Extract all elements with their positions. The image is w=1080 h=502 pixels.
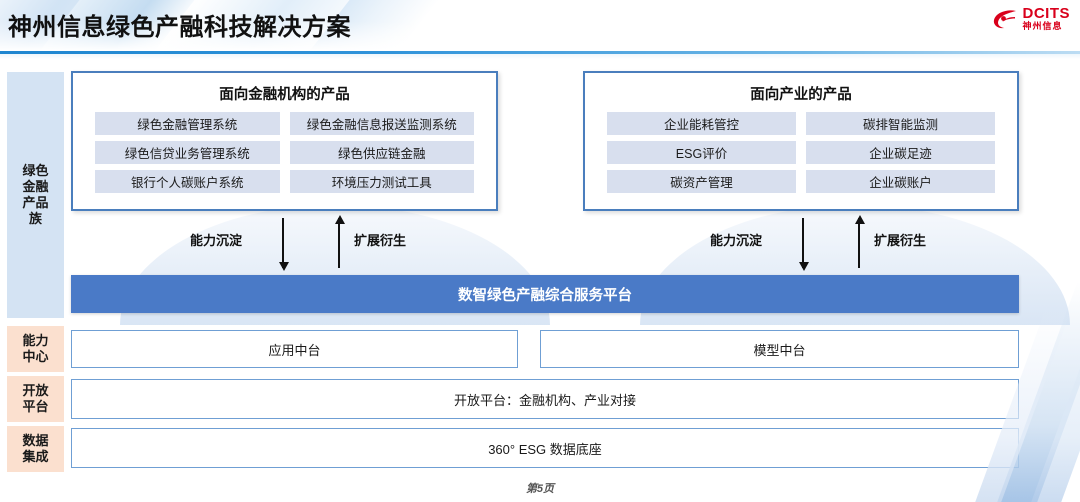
arrow-label-capability-precipitation: 能力沉淀 bbox=[710, 233, 763, 248]
sidebar-item-label: 绿色金融产品族 bbox=[22, 162, 49, 227]
sidebar-item-label: 能力中心 bbox=[22, 332, 49, 364]
slide-header bbox=[0, 0, 1080, 53]
product-chip[interactable]: ESG评价 bbox=[607, 141, 796, 164]
product-chip[interactable]: 碳资产管理 bbox=[607, 170, 796, 193]
sidebar-item-green-finance-products[interactable]: 绿色金融产品族 bbox=[7, 72, 64, 318]
arrow-label-extension-derivation: 扩展衍生 bbox=[354, 233, 407, 248]
open-platform-box[interactable]: 开放平台：金融机构、产业对接 bbox=[71, 379, 1019, 419]
group-title: 面向金融机构的产品 bbox=[219, 87, 350, 103]
product-chip[interactable]: 银行个人碳账户系统 bbox=[95, 170, 280, 193]
arrow-group-left: 能力沉淀 扩展衍生 bbox=[178, 215, 438, 280]
ability-box-model-middle-platform[interactable]: 模型中台 bbox=[540, 330, 1019, 368]
product-chip[interactable]: 绿色金融管理系统 bbox=[95, 112, 280, 135]
arrow-up-icon bbox=[858, 218, 860, 268]
page-number-footer: 第5页 bbox=[525, 483, 555, 495]
arrow-down-head-icon bbox=[799, 262, 809, 271]
product-chip[interactable]: 绿色信贷业务管理系统 bbox=[95, 141, 280, 164]
sidebar-item-data-integration[interactable]: 数据集成 bbox=[7, 426, 64, 472]
logo-text-en: DCITS bbox=[1022, 5, 1070, 22]
data-foundation-label: 360° ESG 数据底座 bbox=[488, 441, 602, 457]
dcits-logo-text: DCITS 神州信息 bbox=[1023, 6, 1071, 31]
ability-box-application-middle-platform[interactable]: 应用中台 bbox=[71, 330, 518, 368]
page-title: 神州信息绿色产融科技解决方案 bbox=[8, 14, 351, 41]
sidebar-item-label: 开放平台 bbox=[22, 382, 49, 414]
arrow-down-icon bbox=[802, 218, 804, 268]
product-chip[interactable]: 环境压力测试工具 bbox=[289, 170, 474, 193]
sidebar-item-label: 数据集成 bbox=[22, 432, 49, 464]
arrow-down-head-icon bbox=[279, 262, 289, 271]
header-fade-overlay bbox=[0, 0, 1080, 53]
dcits-logo-mark-icon bbox=[993, 9, 1016, 28]
arrow-up-head-icon bbox=[855, 215, 865, 224]
sidebar-item-ability-center[interactable]: 能力中心 bbox=[7, 326, 64, 372]
product-chip[interactable]: 企业能耗管控 bbox=[607, 112, 796, 135]
product-group-financial: 面向金融机构的产品 绿色金融管理系统 绿色金融信息报送监测系统 绿色信贷业务管理… bbox=[71, 71, 498, 211]
product-chip[interactable]: 碳排智能监测 bbox=[806, 112, 995, 135]
arrow-group-right: 能力沉淀 扩展衍生 bbox=[698, 215, 958, 280]
product-chip[interactable]: 企业碳账户 bbox=[806, 170, 995, 193]
product-chip-grid: 企业能耗管控 碳排智能监测 ESG评价 企业碳足迹 碳资产管理 企业碳账户 bbox=[585, 112, 1017, 193]
group-title: 面向产业的产品 bbox=[750, 87, 852, 103]
data-foundation-box[interactable]: 360° ESG 数据底座 bbox=[71, 428, 1019, 468]
header-divider-shadow bbox=[0, 54, 1080, 59]
arrow-down-icon bbox=[282, 218, 284, 268]
ability-box-label: 模型中台 bbox=[753, 342, 806, 358]
logo-text-cn: 神州信息 bbox=[1022, 21, 1063, 31]
ability-box-label: 应用中台 bbox=[268, 342, 321, 358]
arrow-label-extension-derivation: 扩展衍生 bbox=[874, 233, 927, 248]
arrow-up-head-icon bbox=[335, 215, 345, 224]
arrow-label-capability-precipitation: 能力沉淀 bbox=[190, 233, 243, 248]
platform-bar[interactable]: 数智绿色产融综合服务平台 bbox=[71, 275, 1019, 313]
arrow-up-icon bbox=[338, 218, 340, 268]
product-chip[interactable]: 绿色金融信息报送监测系统 bbox=[289, 112, 474, 135]
product-group-industry: 面向产业的产品 企业能耗管控 碳排智能监测 ESG评价 企业碳足迹 碳资产管理 … bbox=[583, 71, 1019, 211]
product-chip-grid: 绿色金融管理系统 绿色金融信息报送监测系统 绿色信贷业务管理系统 绿色供应链金融… bbox=[73, 112, 496, 193]
open-platform-label: 开放平台：金融机构、产业对接 bbox=[453, 392, 636, 408]
dcits-logo: DCITS 神州信息 bbox=[992, 6, 1071, 31]
platform-bar-label: 数智绿色产融综合服务平台 bbox=[458, 287, 632, 304]
header-divider-rule bbox=[0, 51, 1080, 54]
product-chip[interactable]: 绿色供应链金融 bbox=[289, 141, 474, 164]
sidebar-item-open-platform[interactable]: 开放平台 bbox=[7, 376, 64, 422]
product-chip[interactable]: 企业碳足迹 bbox=[806, 141, 995, 164]
